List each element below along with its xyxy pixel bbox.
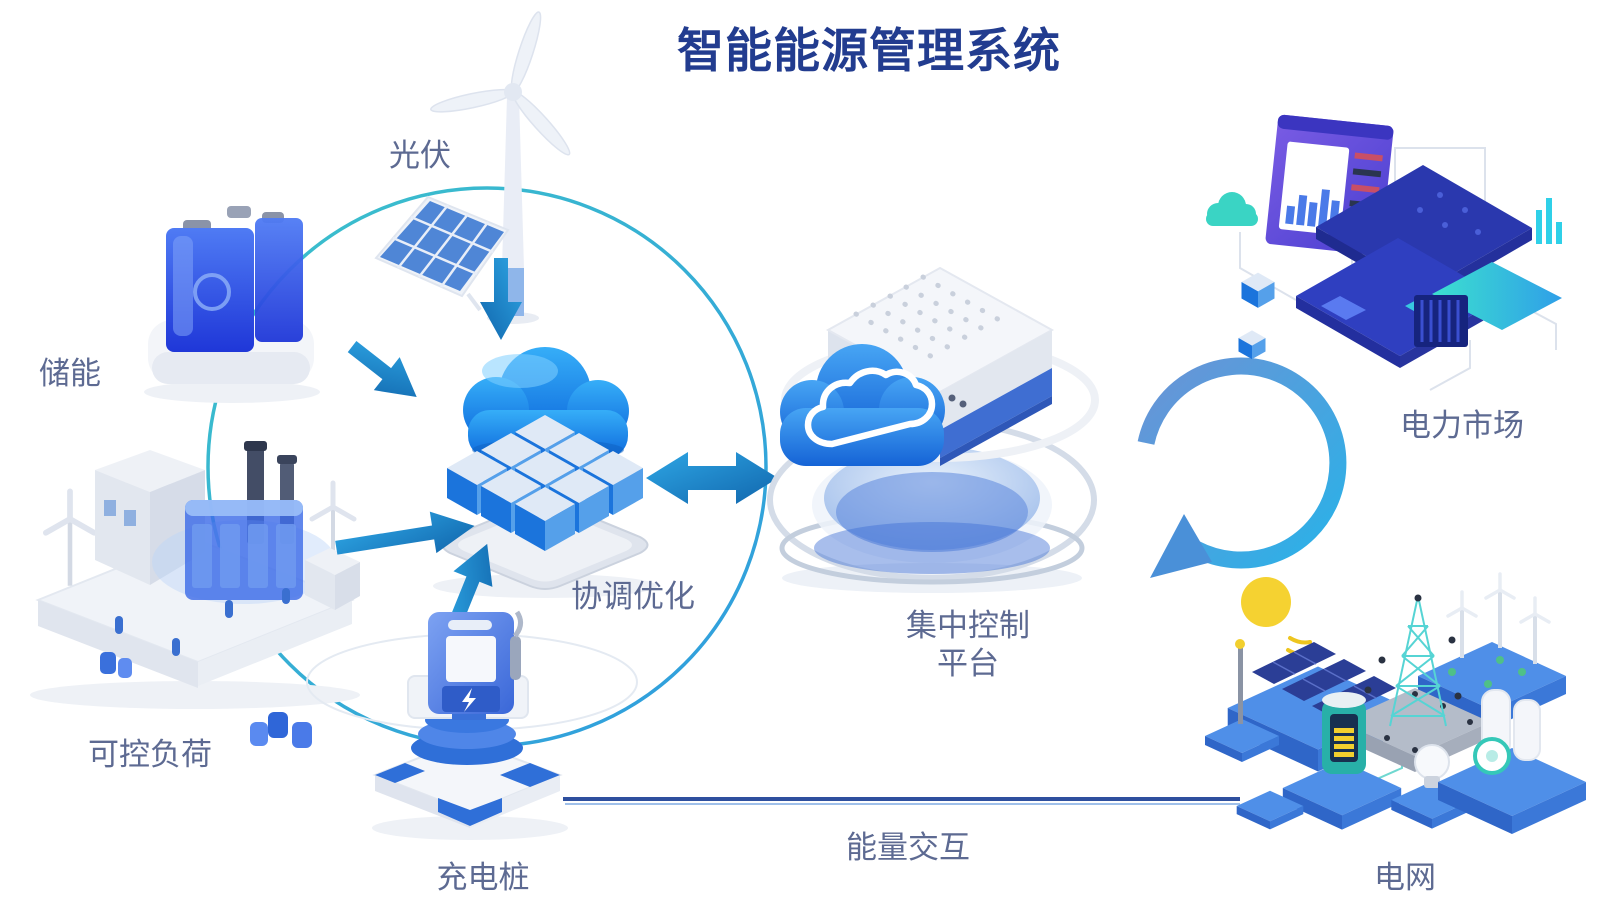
label-control-platform: 集中控制 平台 xyxy=(906,607,1030,683)
charging-pile-icon xyxy=(306,610,638,828)
control-platform-icon xyxy=(767,266,1099,585)
battery-icon xyxy=(148,206,314,384)
factory-barrels xyxy=(100,652,312,748)
label-storage: 储能 xyxy=(39,356,101,391)
label-controllable-load: 可控负荷 xyxy=(88,737,212,772)
market-dashboard-illustration xyxy=(1206,114,1562,391)
power-grid-illustration xyxy=(1205,572,1586,834)
page-title: 智能能源管理系统 xyxy=(677,24,1061,77)
label-control-platform-line2: 平台 xyxy=(937,646,999,681)
cycle-arrow-icon xyxy=(1137,357,1347,578)
wind-turbine-icon xyxy=(430,11,571,324)
factory-icon xyxy=(35,441,360,748)
label-pv: 光伏 xyxy=(389,138,451,173)
label-charging-pile: 充电桩 xyxy=(436,860,530,895)
arrow-bidirectional xyxy=(646,452,778,504)
platform-cloud-icon xyxy=(780,344,945,466)
arrow-storage-to-cloud xyxy=(339,330,430,414)
label-power-grid: 电网 xyxy=(1374,860,1436,895)
label-energy-exchange: 能量交互 xyxy=(846,830,970,865)
transmission-tower-icon xyxy=(1389,595,1447,727)
solar-panel-icon xyxy=(374,195,510,312)
energy-exchange-line xyxy=(563,797,1240,805)
cube-grid-icon xyxy=(441,415,649,590)
arrow-load-to-cubes xyxy=(333,505,478,569)
label-power-market: 电力市场 xyxy=(1400,408,1524,443)
label-coordination: 协调优化 xyxy=(571,579,695,614)
label-control-platform-line1: 集中控制 xyxy=(906,608,1030,643)
teal-cloud-icon xyxy=(1206,192,1258,226)
